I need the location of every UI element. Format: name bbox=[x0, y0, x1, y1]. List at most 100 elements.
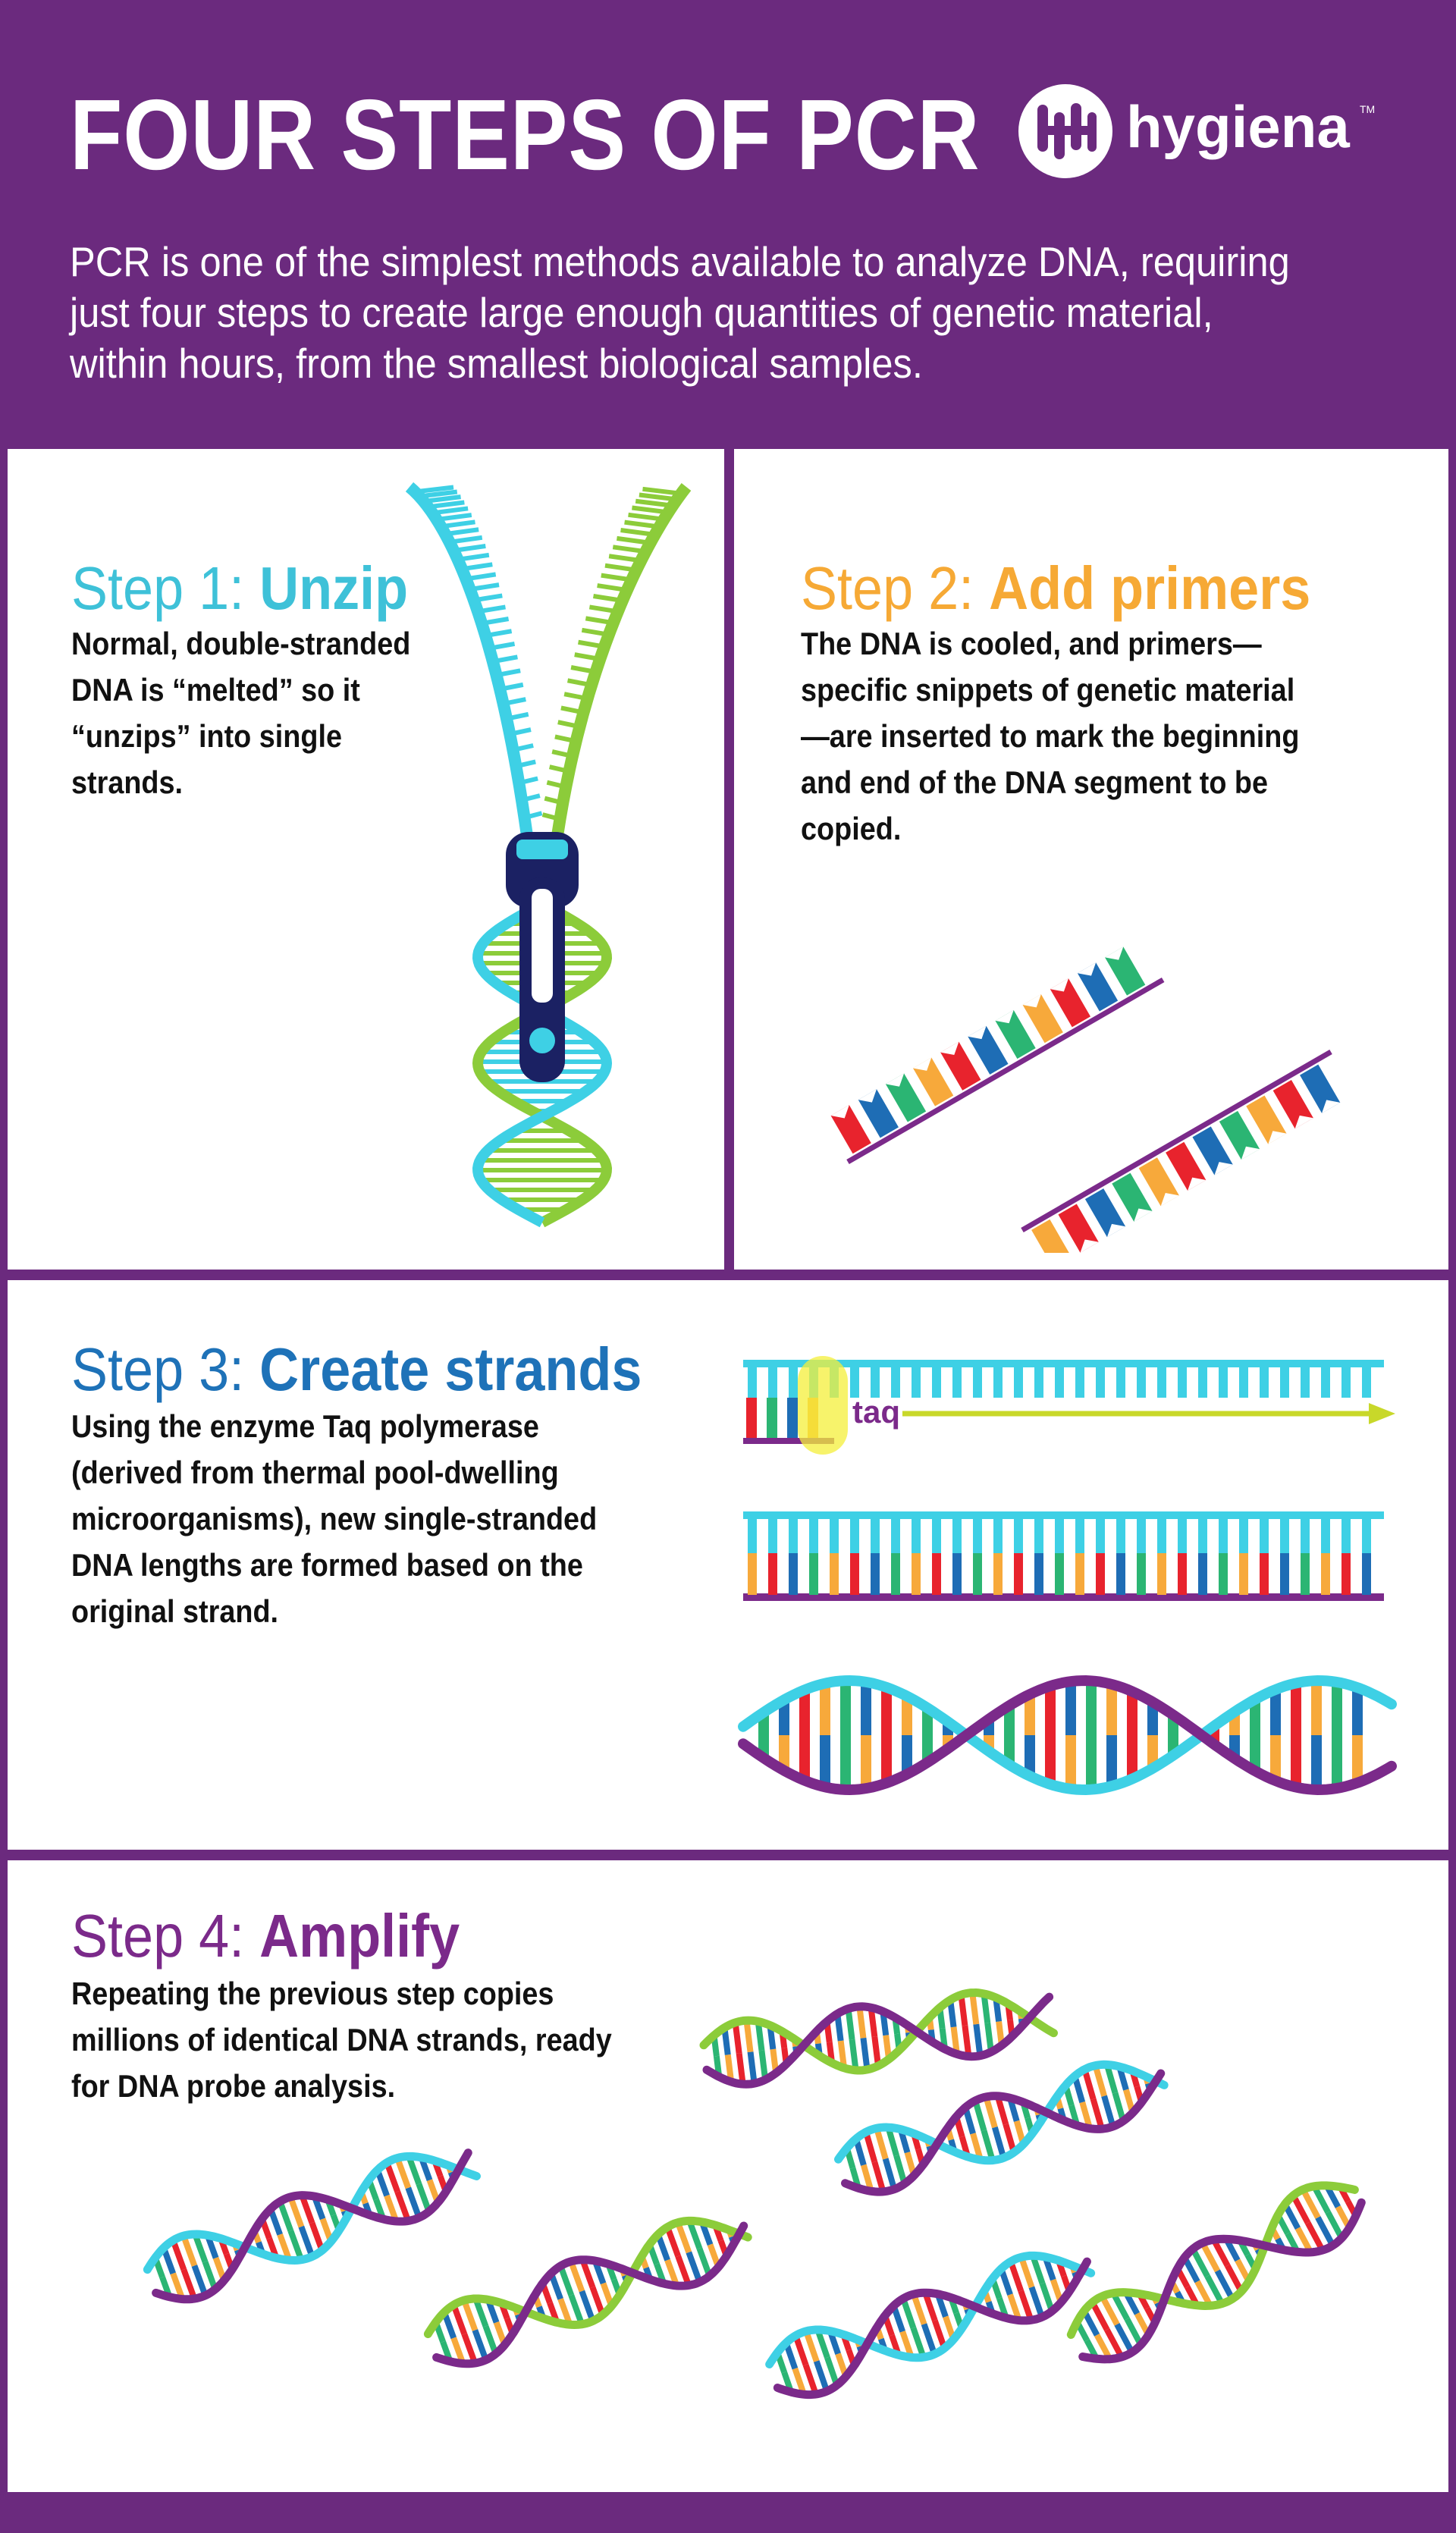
base-pair bbox=[871, 2161, 886, 2193]
half-rung bbox=[414, 485, 454, 494]
base-pair bbox=[406, 2155, 422, 2186]
base-pair bbox=[921, 2323, 937, 2356]
base-notch bbox=[1022, 993, 1041, 1008]
half-rung bbox=[563, 692, 588, 702]
base-pair bbox=[416, 2183, 432, 2213]
base-pair bbox=[450, 2303, 468, 2335]
base-notch bbox=[1268, 1131, 1287, 1144]
backbone-strand bbox=[773, 2257, 1091, 2400]
base-notch bbox=[968, 1025, 987, 1040]
half-rung bbox=[632, 505, 669, 515]
twisted-double-helix bbox=[738, 1675, 1397, 1796]
half-rung bbox=[604, 563, 637, 573]
base-pair bbox=[1018, 2255, 1035, 2289]
base-pair bbox=[981, 2130, 996, 2161]
base-pair bbox=[686, 2251, 703, 2283]
base-pair bbox=[482, 2324, 499, 2356]
half-rung bbox=[574, 652, 601, 662]
base-pair bbox=[747, 2051, 758, 2084]
base-pair bbox=[849, 2039, 859, 2071]
base-pair bbox=[910, 2327, 927, 2359]
step-1-name: Unzip bbox=[259, 554, 409, 622]
base-pair bbox=[969, 1992, 980, 2025]
base-notch bbox=[1160, 1193, 1179, 1207]
step-4-prefix: Step 4: bbox=[71, 1902, 260, 1970]
taq-enzyme bbox=[798, 1356, 848, 1455]
base-notch bbox=[1080, 1239, 1099, 1253]
base-pair bbox=[557, 2265, 574, 2296]
step-3-panel: Step 3: Create strands Using the enzyme … bbox=[8, 1280, 1448, 1850]
half-rung bbox=[642, 486, 682, 496]
dna-copy-2 bbox=[833, 2060, 1169, 2196]
half-rung bbox=[601, 573, 632, 582]
base-notch bbox=[1294, 1115, 1313, 1129]
base-pair bbox=[1225, 2264, 1244, 2293]
base-pair bbox=[180, 2234, 198, 2267]
step-3-description: Using the enzyme Taq polymerase (derived… bbox=[71, 1408, 598, 1629]
base-notch bbox=[858, 1089, 877, 1103]
half-rung bbox=[453, 544, 486, 553]
half-rung bbox=[548, 764, 570, 774]
base-pair bbox=[1190, 2247, 1210, 2278]
half-rung bbox=[518, 776, 538, 786]
backbone-strand bbox=[833, 2060, 1169, 2165]
base-pair bbox=[755, 2020, 765, 2051]
half-rung bbox=[620, 528, 655, 537]
backbone-strand bbox=[702, 1992, 1054, 2089]
half-rung bbox=[635, 498, 673, 508]
base-pair bbox=[962, 2025, 972, 2057]
backbone-strand bbox=[472, 899, 613, 1228]
step-1-description: Normal, double-stranded DNA is “melted” … bbox=[71, 626, 411, 800]
base-notch bbox=[1106, 1223, 1126, 1238]
base-pair bbox=[1204, 2274, 1225, 2305]
backbone-strand bbox=[841, 2069, 1166, 2196]
base-pair bbox=[1300, 2188, 1321, 2219]
base-pair bbox=[664, 2226, 681, 2258]
base-pair bbox=[981, 1993, 991, 2023]
half-rung bbox=[560, 705, 585, 715]
primer-backbone bbox=[1021, 1049, 1332, 1233]
base-pair bbox=[472, 2297, 489, 2327]
half-rung bbox=[578, 639, 605, 649]
base-pair bbox=[1099, 2295, 1120, 2326]
intro-text: PCR is one of the simplest methods avail… bbox=[70, 238, 1290, 387]
half-rung bbox=[461, 562, 493, 572]
base-pair bbox=[579, 2258, 596, 2289]
base-pair bbox=[1305, 2221, 1326, 2252]
base-pair bbox=[802, 2364, 819, 2396]
half-rung bbox=[515, 759, 536, 769]
new-base bbox=[746, 1398, 757, 1439]
half-rung bbox=[544, 796, 563, 805]
zipper-pull-hole bbox=[529, 1028, 555, 1053]
base-pair bbox=[1081, 2068, 1097, 2101]
base-pair bbox=[1028, 2286, 1045, 2318]
step-4-title: Step 4: Amplify bbox=[71, 1906, 460, 1966]
half-rung bbox=[570, 665, 597, 674]
half-rung bbox=[436, 513, 472, 523]
base-pair bbox=[1210, 2238, 1231, 2268]
base-pair bbox=[856, 2006, 867, 2039]
header: FOUR STEPS OF PCR hygiena TM PCR is one … bbox=[0, 0, 1456, 444]
base-pair bbox=[893, 2155, 908, 2185]
primer-strand-right bbox=[1021, 1049, 1341, 1253]
base-pair bbox=[1039, 2282, 1055, 2312]
step-4-panel: Step 4: Amplify Repeating the previous s… bbox=[8, 1860, 1448, 2492]
primer-strand-left bbox=[830, 946, 1165, 1165]
base-notch bbox=[885, 1073, 905, 1087]
base-pair bbox=[992, 2127, 1007, 2159]
base-pair bbox=[1124, 2317, 1144, 2346]
half-rung bbox=[423, 494, 461, 504]
base-pair bbox=[1214, 2269, 1235, 2301]
half-rung bbox=[585, 616, 614, 626]
base-pair bbox=[277, 2200, 293, 2232]
half-rung bbox=[492, 654, 518, 664]
backbone-strand bbox=[738, 1675, 1397, 1796]
base-pair bbox=[287, 2196, 305, 2228]
base-pair bbox=[1018, 2290, 1034, 2321]
base-notch bbox=[995, 1009, 1014, 1024]
dna-copy-5 bbox=[765, 2251, 1096, 2400]
backbone-strand bbox=[1066, 2181, 1359, 2340]
base-pair bbox=[1104, 2327, 1125, 2359]
half-rung bbox=[449, 535, 483, 545]
zipper-slider bbox=[506, 832, 579, 1082]
